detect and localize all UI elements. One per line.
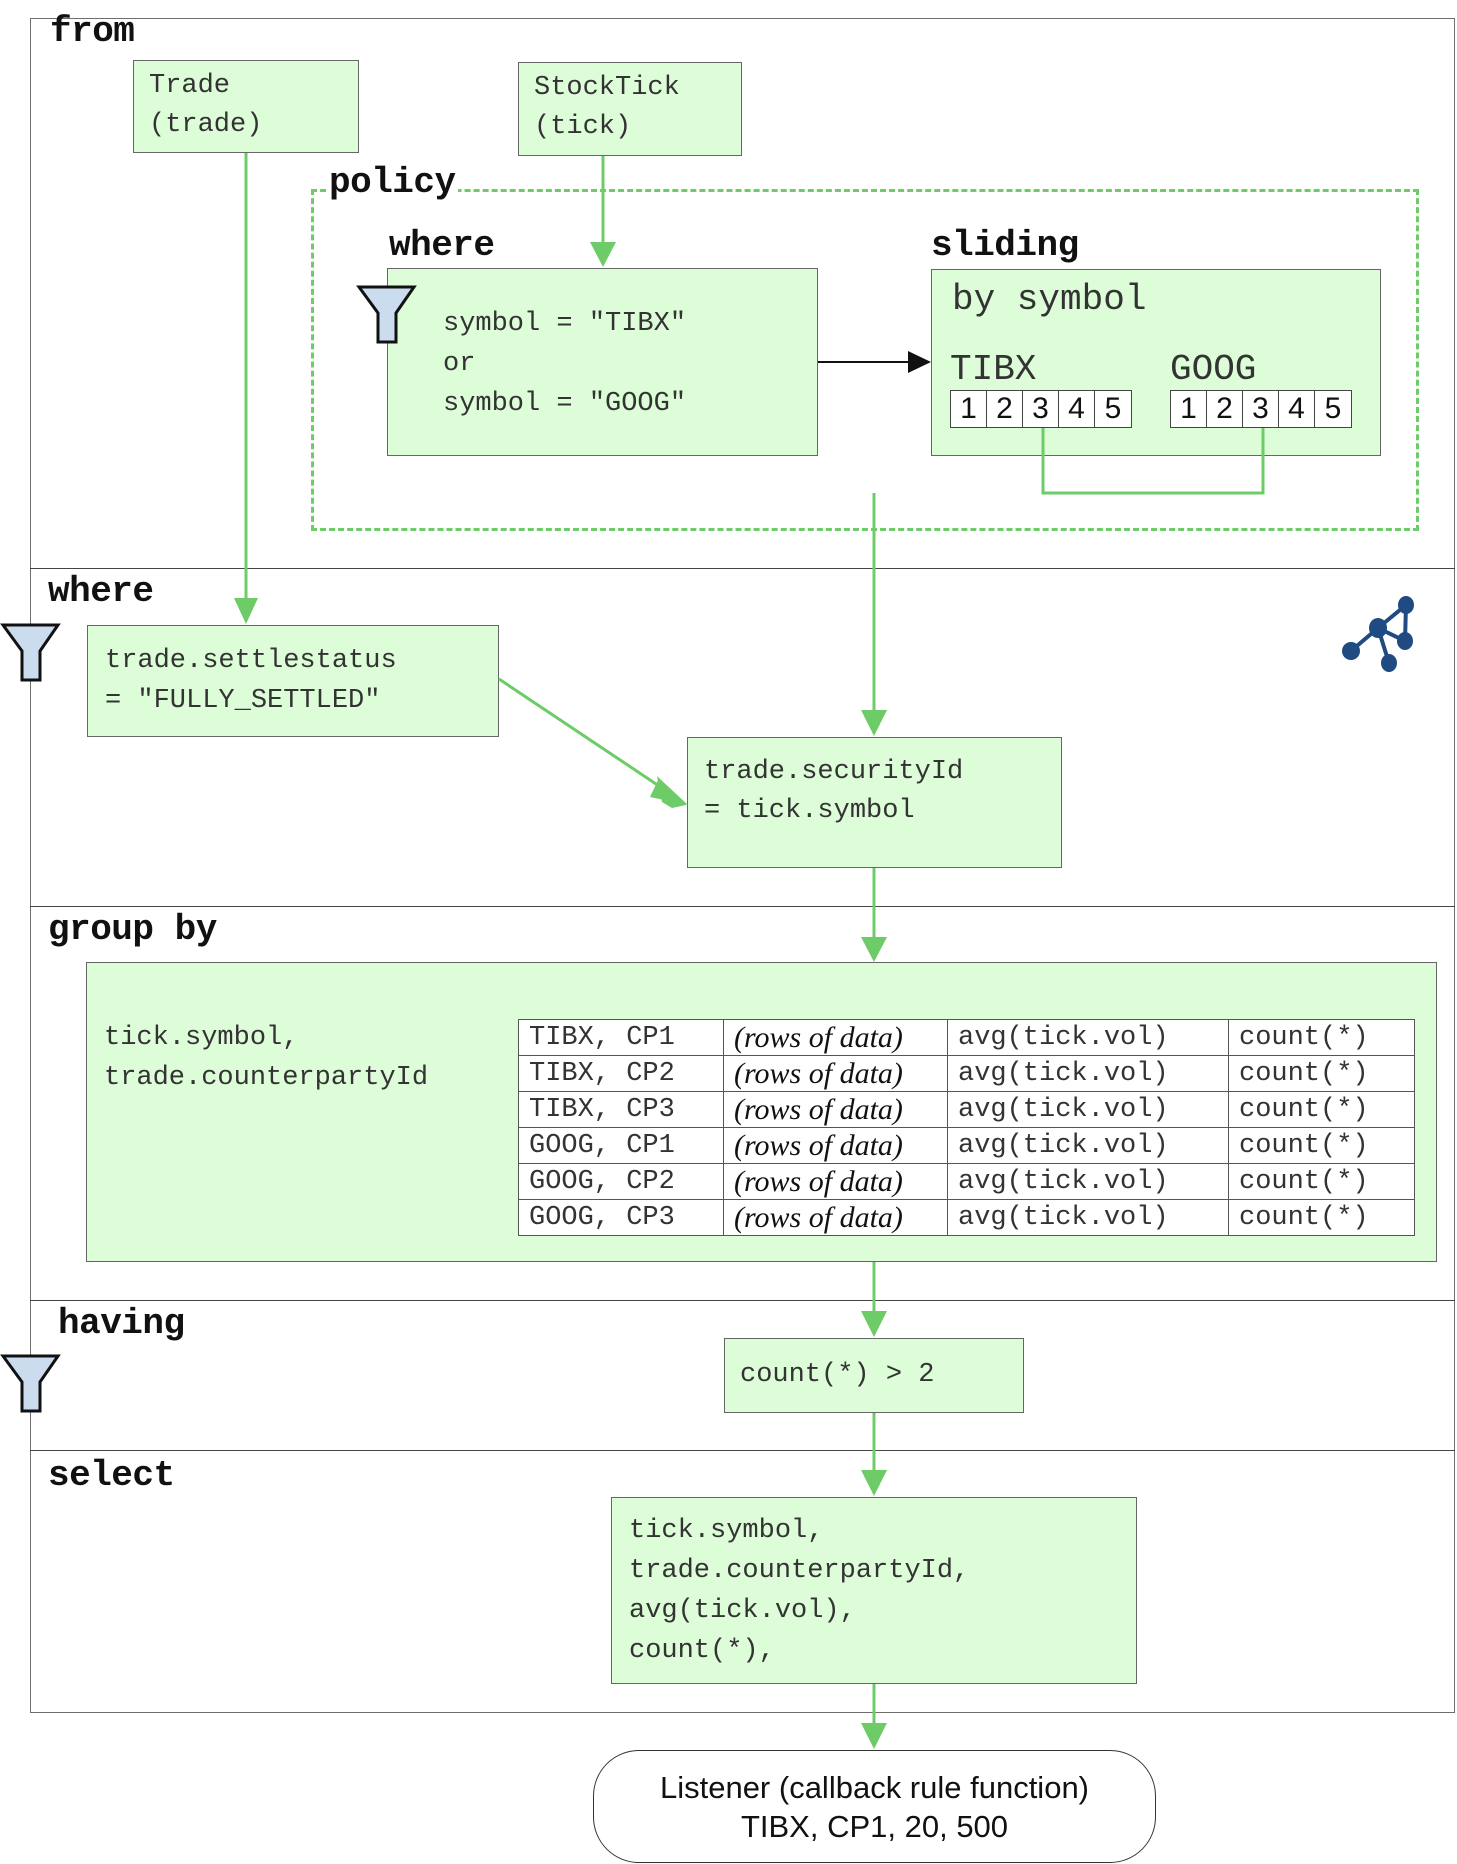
group-avg-cell: avg(tick.vol) (947, 1019, 1229, 1056)
group-table-row: GOOG, CP1(rows of data)avg(tick.vol)coun… (518, 1127, 1415, 1164)
group-rows-cell: (rows of data) (723, 1127, 948, 1164)
group-table: TIBX, CP1(rows of data)avg(tick.vol)coun… (518, 1019, 1415, 1236)
window-cell: 2 (1207, 391, 1243, 427)
group-avg-cell: avg(tick.vol) (947, 1163, 1229, 1200)
join-condition-line-1: trade.securityId (704, 757, 964, 787)
policy-where-line-1: symbol = "TIBX" (443, 309, 687, 339)
window-cell: 1 (951, 391, 987, 427)
group-avg-cell: avg(tick.vol) (947, 1127, 1229, 1164)
window-cells-tibx: 1 2 3 4 5 (950, 390, 1132, 428)
having-condition: count(*) > 2 (740, 1360, 935, 1390)
window-label-tibx: TIBX (950, 349, 1037, 390)
section-label-select: select (48, 1455, 175, 1496)
select-line-1: tick.symbol, (629, 1516, 824, 1546)
having-condition-box: count(*) > 2 (724, 1338, 1024, 1413)
sliding-label: sliding (931, 225, 1079, 266)
section-label-where: where (48, 571, 154, 612)
settlestatus-filter-box: trade.settlestatus = "FULLY_SETTLED" (87, 625, 499, 737)
group-table-row: TIBX, CP3(rows of data)avg(tick.vol)coun… (518, 1091, 1415, 1128)
group-by-key-2: trade.counterpartyId (104, 1063, 429, 1093)
section-label-having: having (58, 1303, 185, 1344)
window-cells-goog: 1 2 3 4 5 (1170, 390, 1352, 428)
trade-source-box: Trade (trade) (133, 60, 359, 153)
policy-where-line-3: symbol = "GOOG" (443, 389, 687, 419)
group-table-row: GOOG, CP3(rows of data)avg(tick.vol)coun… (518, 1199, 1415, 1236)
window-cell: 2 (987, 391, 1023, 427)
group-avg-cell: avg(tick.vol) (947, 1055, 1229, 1092)
stocktick-source-type: StockTick (534, 73, 680, 103)
group-table-row: TIBX, CP1(rows of data)avg(tick.vol)coun… (518, 1019, 1415, 1056)
policy-where-box: symbol = "TIBX" or symbol = "GOOG" (387, 268, 818, 456)
group-rows-cell: (rows of data) (723, 1199, 948, 1236)
group-count-cell: count(*) (1228, 1055, 1415, 1092)
arrowhead (861, 1723, 887, 1749)
group-key-cell: TIBX, CP1 (518, 1019, 724, 1056)
select-line-2: trade.counterpartyId, (629, 1556, 970, 1586)
join-condition-line-2: = tick.symbol (704, 796, 915, 826)
group-count-cell: count(*) (1228, 1163, 1415, 1200)
group-avg-cell: avg(tick.vol) (947, 1091, 1229, 1128)
window-cell: 3 (1023, 391, 1059, 427)
window-cell: 3 (1243, 391, 1279, 427)
policy-where-line-2: or (443, 349, 476, 379)
group-table-row: TIBX, CP2(rows of data)avg(tick.vol)coun… (518, 1055, 1415, 1092)
select-projection-box: tick.symbol, trade.counterpartyId, avg(t… (611, 1497, 1137, 1684)
group-count-cell: count(*) (1228, 1127, 1415, 1164)
window-cell: 4 (1279, 391, 1315, 427)
group-key-cell: GOOG, CP2 (518, 1163, 724, 1200)
section-label-group-by: group by (48, 909, 217, 950)
stocktick-source-alias: (tick) (534, 112, 632, 142)
window-label-goog: GOOG (1170, 349, 1257, 390)
section-label-from: from (50, 11, 135, 52)
group-count-cell: count(*) (1228, 1199, 1415, 1236)
section-divider-select (30, 1450, 1455, 1451)
settlestatus-filter-line-2: = "FULLY_SETTLED" (105, 686, 381, 716)
settlestatus-filter-line-1: trade.settlestatus (105, 646, 397, 676)
window-cell: 4 (1059, 391, 1095, 427)
sliding-window-box: by symbol TIBX GOOG 1 2 3 4 5 1 2 3 4 5 (931, 269, 1381, 456)
group-key-cell: TIBX, CP2 (518, 1055, 724, 1092)
query-frame (30, 18, 1455, 1713)
group-rows-cell: (rows of data) (723, 1091, 948, 1128)
group-rows-cell: (rows of data) (723, 1019, 948, 1056)
policy-container (311, 189, 1419, 531)
group-table-row: GOOG, CP2(rows of data)avg(tick.vol)coun… (518, 1163, 1415, 1200)
group-by-key-1: tick.symbol, (104, 1023, 299, 1053)
policy-where-label: where (389, 225, 495, 266)
group-rows-cell: (rows of data) (723, 1163, 948, 1200)
window-cell: 1 (1171, 391, 1207, 427)
group-avg-cell: avg(tick.vol) (947, 1199, 1229, 1236)
section-divider-group-by (30, 906, 1455, 907)
group-key-cell: GOOG, CP3 (518, 1199, 724, 1236)
group-count-cell: count(*) (1228, 1019, 1415, 1056)
listener-title: Listener (callback rule function) (659, 1769, 1090, 1805)
section-divider-where (30, 568, 1455, 569)
trade-source-alias: (trade) (149, 110, 263, 140)
section-divider-having (30, 1300, 1455, 1301)
listener-callback-box: Listener (callback rule function) TIBX, … (593, 1750, 1156, 1863)
stocktick-source-box: StockTick (tick) (518, 62, 742, 156)
select-line-4: count(*), (629, 1636, 775, 1666)
trade-source-type: Trade (149, 71, 231, 101)
window-cell: 5 (1104, 392, 1122, 425)
policy-label: policy (327, 162, 458, 203)
join-condition-box: trade.securityId = tick.symbol (687, 737, 1062, 868)
select-line-3: avg(tick.vol), (629, 1596, 856, 1626)
group-rows-cell: (rows of data) (723, 1055, 948, 1092)
listener-output: TIBX, CP1, 20, 500 (740, 1808, 1009, 1844)
window-cell: 5 (1324, 392, 1342, 425)
group-count-cell: count(*) (1228, 1091, 1415, 1128)
group-key-cell: TIBX, CP3 (518, 1091, 724, 1128)
sliding-by-symbol: by symbol (952, 279, 1147, 320)
group-key-cell: GOOG, CP1 (518, 1127, 724, 1164)
